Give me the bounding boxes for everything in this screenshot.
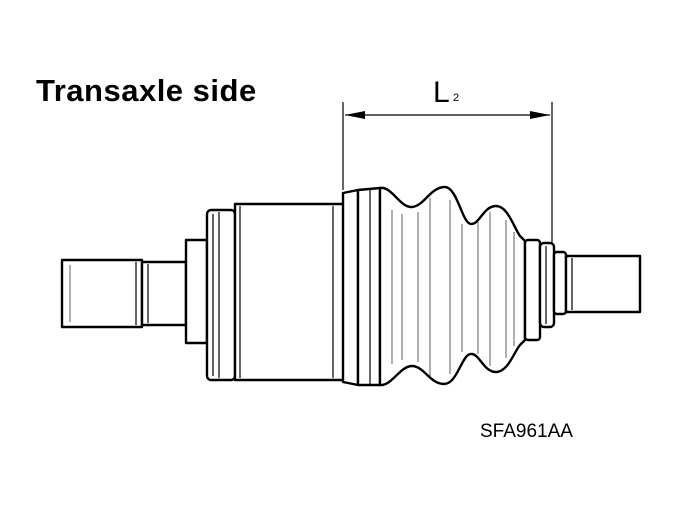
boot-band-large (341, 188, 360, 387)
dimension-subscript: 2 (453, 92, 459, 104)
boot-band-large-inner (356, 186, 382, 387)
boot-band-small (538, 241, 556, 329)
spline-shaft-end (60, 258, 144, 329)
drive-shaft-drawing (60, 185, 642, 387)
boot-band-small-edge (552, 250, 568, 316)
joint-housing (233, 202, 347, 382)
shaft-collar (140, 260, 188, 327)
flange-ring (205, 208, 237, 382)
dimension-label: L (433, 76, 450, 109)
arrowhead-right (530, 111, 550, 119)
flange-ring-outer (184, 238, 209, 345)
arrowhead-left (345, 111, 365, 119)
diagram-title: Transaxle side (36, 73, 257, 108)
spline-shaft (60, 258, 144, 329)
dimension-l2: L 2 (342, 76, 553, 243)
bellows-shading (391, 198, 515, 376)
figure-code: SFA961AA (480, 421, 573, 442)
boot-neck (523, 238, 542, 342)
drive-shaft-tube (564, 254, 642, 314)
